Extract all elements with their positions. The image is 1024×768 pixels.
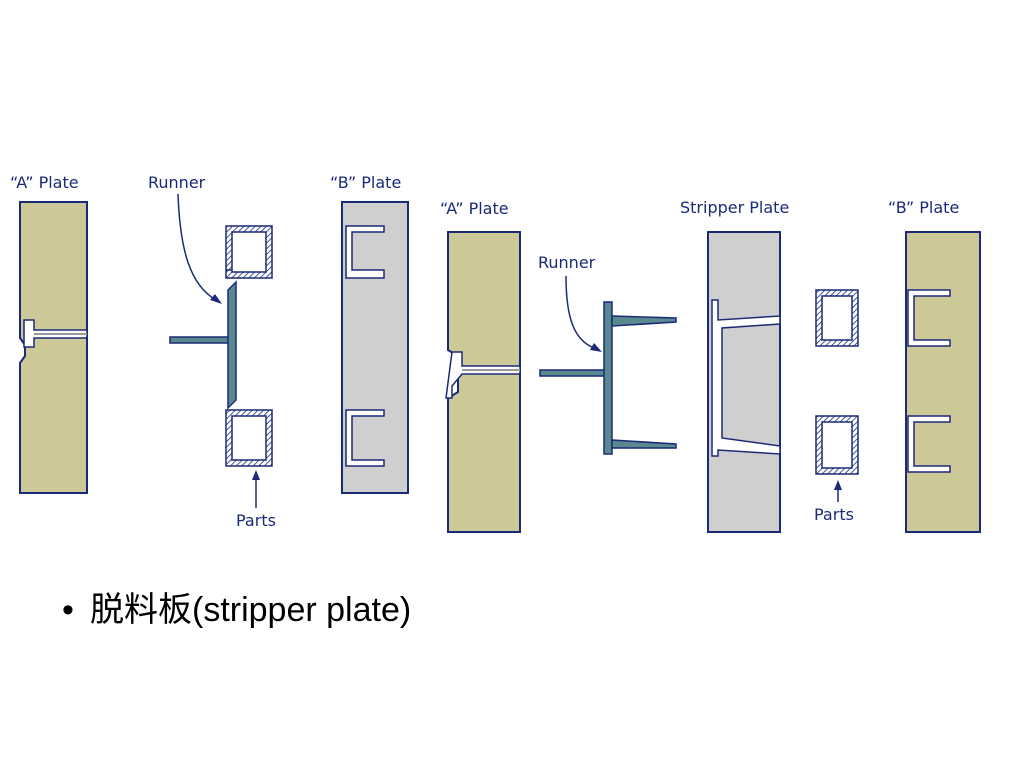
bullet-dot: • [62,591,74,629]
right-parts-label: Parts [814,505,854,524]
left-part-top [225,225,273,279]
right-a-plate [445,231,521,533]
right-b-plate [905,231,981,533]
bullet-item: • 脱料板(stripper plate) [62,580,411,640]
right-part-top [815,289,859,347]
mold-diagram: “A” Plate Runner “B” Plate Parts [10,173,981,533]
left-runner [169,280,237,410]
stripper-plate [707,231,781,533]
left-a-plate [19,201,88,494]
right-b-plate-label: “B” Plate [888,198,959,217]
left-runner-arrow [177,193,222,304]
right-runner [539,301,677,455]
right-runner-label: Runner [538,253,596,272]
left-runner-label: Runner [148,173,206,192]
right-part-bottom [815,415,859,475]
left-parts-arrow [252,470,260,508]
bullet-text: 脱料板(stripper plate) [90,591,412,629]
right-parts-arrow [834,480,842,502]
left-b-plate-label: “B” Plate [330,173,401,192]
right-runner-arrow [565,275,602,352]
left-part-bottom [225,409,273,467]
left-a-plate-label: “A” Plate [10,173,79,192]
left-parts-label: Parts [236,511,276,530]
right-a-plate-label: “A” Plate [440,199,509,218]
stripper-plate-label: Stripper Plate [680,198,789,217]
left-b-plate [341,201,409,494]
